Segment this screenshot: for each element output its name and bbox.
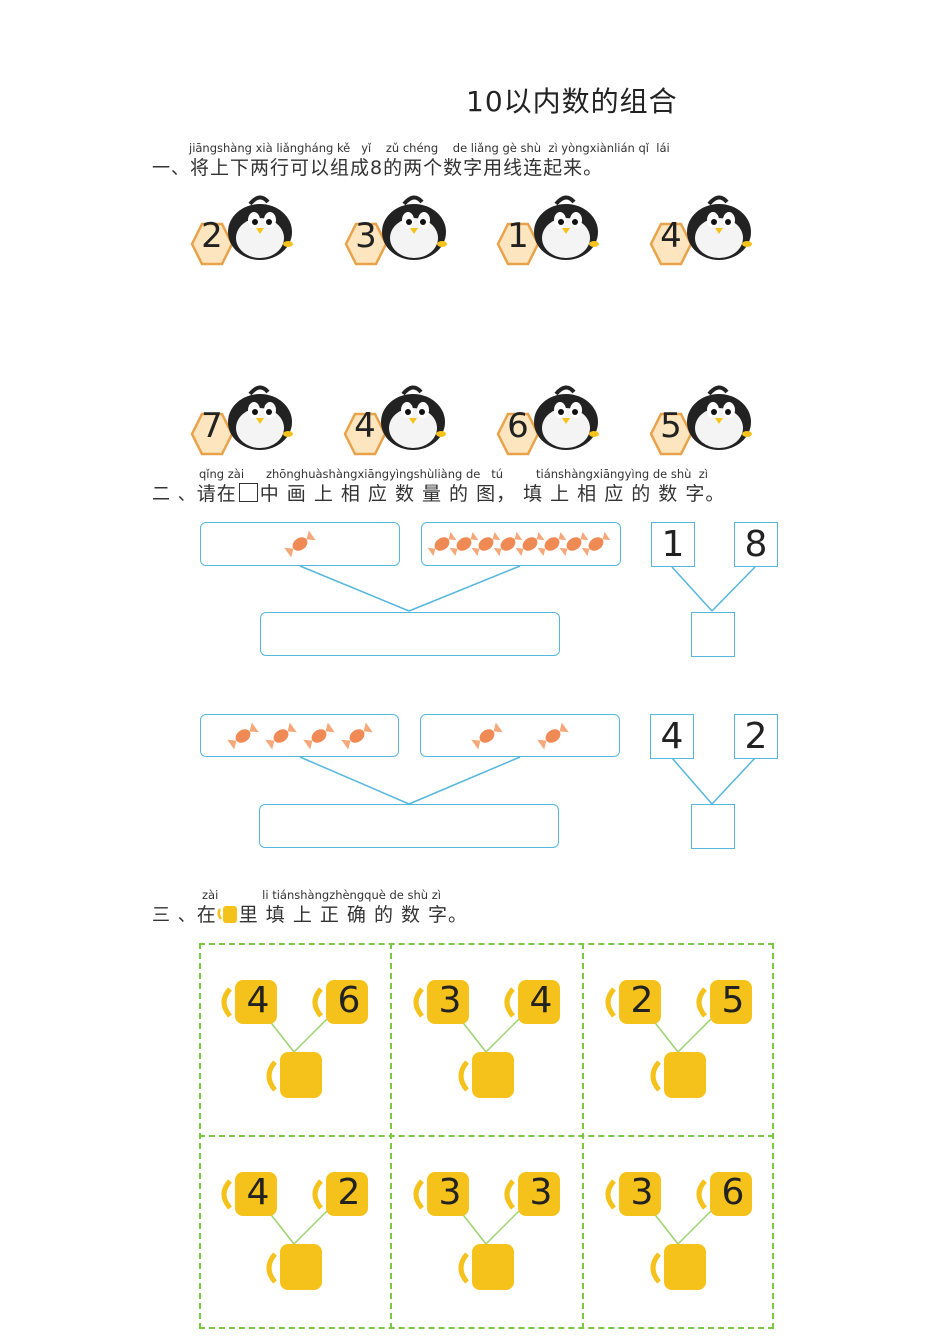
candy-box-left [200,522,400,566]
box-icon [238,483,258,502]
penguin-icon [649,195,752,266]
q1-text: 将上下两行可以组成8的两个数字用线连起来。 [190,157,604,179]
q2-instruction: 二 、请在中 画 上 相 应 数 量 的 图， 填 上 相 应 的 数 字。 [152,483,726,505]
candy-box-right [420,714,620,757]
penguin-icon [190,385,293,456]
cup-diagram [221,1172,368,1290]
answer-box-drawing[interactable] [259,804,559,848]
answer-box-drawing[interactable] [260,612,560,656]
number-label: 4 [660,216,682,256]
cup-icon [504,1172,560,1216]
number-label: 1 [507,216,529,256]
candy-icon-group [227,722,373,750]
penguin-card: 3 [342,192,462,272]
cup-number: 3 [438,1172,462,1213]
answer-cup-icon [650,1052,706,1098]
cup-diagram [221,980,368,1098]
cup-cell: 4 2 [200,1136,390,1326]
cup-number: 2 [337,1172,361,1213]
q1-pinyin: jiāngshàng xià liǎngháng kě yǐ zǔ chéng … [189,141,670,155]
q1-instruction: 一、将上下两行可以组成8的两个数字用线连起来。 [152,153,603,180]
cup-icon [312,980,368,1024]
number-label: 5 [660,406,682,446]
number-box: 8 [734,522,778,567]
cup-number: 6 [337,980,361,1021]
cup-number: 3 [630,1172,654,1213]
answer-cup-icon [458,1244,514,1290]
cup-number: 5 [721,980,745,1021]
cup-number: 3 [529,1172,553,1213]
cup-diagram [413,1172,560,1290]
answer-cup-icon [266,1244,322,1290]
page-title: 10以内数的组合 [466,85,678,118]
cup-diagram [605,1172,752,1290]
cup-number: 4 [246,980,270,1021]
answer-cup-icon [458,1052,514,1098]
number-box: 2 [734,714,778,759]
cup-icon [413,1172,469,1216]
penguin-icon [343,385,446,456]
number-label: 6 [507,406,529,446]
cup-icon [504,980,560,1024]
penguin-card: 5 [647,382,767,462]
cup-icon [696,980,752,1024]
penguin-card: 2 [188,192,308,272]
candy-box-right [421,522,621,566]
candy-box-left [200,714,399,757]
cup-icon [413,980,469,1024]
cup-cell: 2 5 [584,944,774,1134]
q3-number: 三 、 [152,905,197,926]
number-box: 4 [650,714,694,759]
cup-icon [221,1172,277,1216]
penguin-icon [344,195,447,266]
candy-icon-group [471,722,569,750]
answer-cup-icon [266,1052,322,1098]
penguin-icon [649,385,752,456]
cup-icon [605,1172,661,1216]
cup-cell: 3 3 [392,1136,582,1326]
candy-icon-group [427,531,611,557]
q3-instruction: 三 、在里 填 上 正 确 的 数 字。 [152,904,469,926]
q2-pinyin: qǐng zài zhōnghuàshàngxiāngyìngshùliàng … [199,467,708,481]
number-box: 1 [651,522,695,567]
penguin-card: 1 [494,192,614,272]
penguin-icon [496,195,599,266]
penguin-card: 4 [647,192,767,272]
cup-diagram [605,980,752,1098]
answer-box-number[interactable] [691,804,735,849]
answer-box-number[interactable] [691,612,735,657]
cup-number: 2 [630,980,654,1021]
candy-icon-group [284,530,316,558]
cup-icon [312,1172,368,1216]
cup-icon [221,980,277,1024]
cup-diagram [413,980,560,1098]
number-label: 4 [354,406,376,446]
cup-cell: 4 6 [200,944,390,1134]
penguin-icon [496,385,599,456]
cup-icon [217,906,237,923]
cup-icon [696,1172,752,1216]
cup-number: 4 [246,1172,270,1213]
cup-number: 4 [529,980,553,1021]
number-label: 3 [355,216,377,256]
number-label: 7 [201,406,223,446]
penguin-icon [190,195,293,266]
q3-pinyin: zài li tiánshàngzhèngquè de shù zì [202,888,441,902]
q1-number: 一、 [152,158,190,179]
q2-number: 二 、 [152,484,197,505]
number-label: 2 [201,216,223,256]
cup-cell: 3 6 [584,1136,774,1326]
cup-icon [605,980,661,1024]
answer-cup-icon [650,1244,706,1290]
penguin-card: 6 [494,382,614,462]
penguin-card: 4 [341,382,461,462]
penguin-card: 7 [188,382,308,462]
cup-cell: 3 4 [392,944,582,1134]
grid-divider [199,1135,774,1137]
cup-number: 6 [721,1172,745,1213]
cup-number: 3 [438,980,462,1021]
